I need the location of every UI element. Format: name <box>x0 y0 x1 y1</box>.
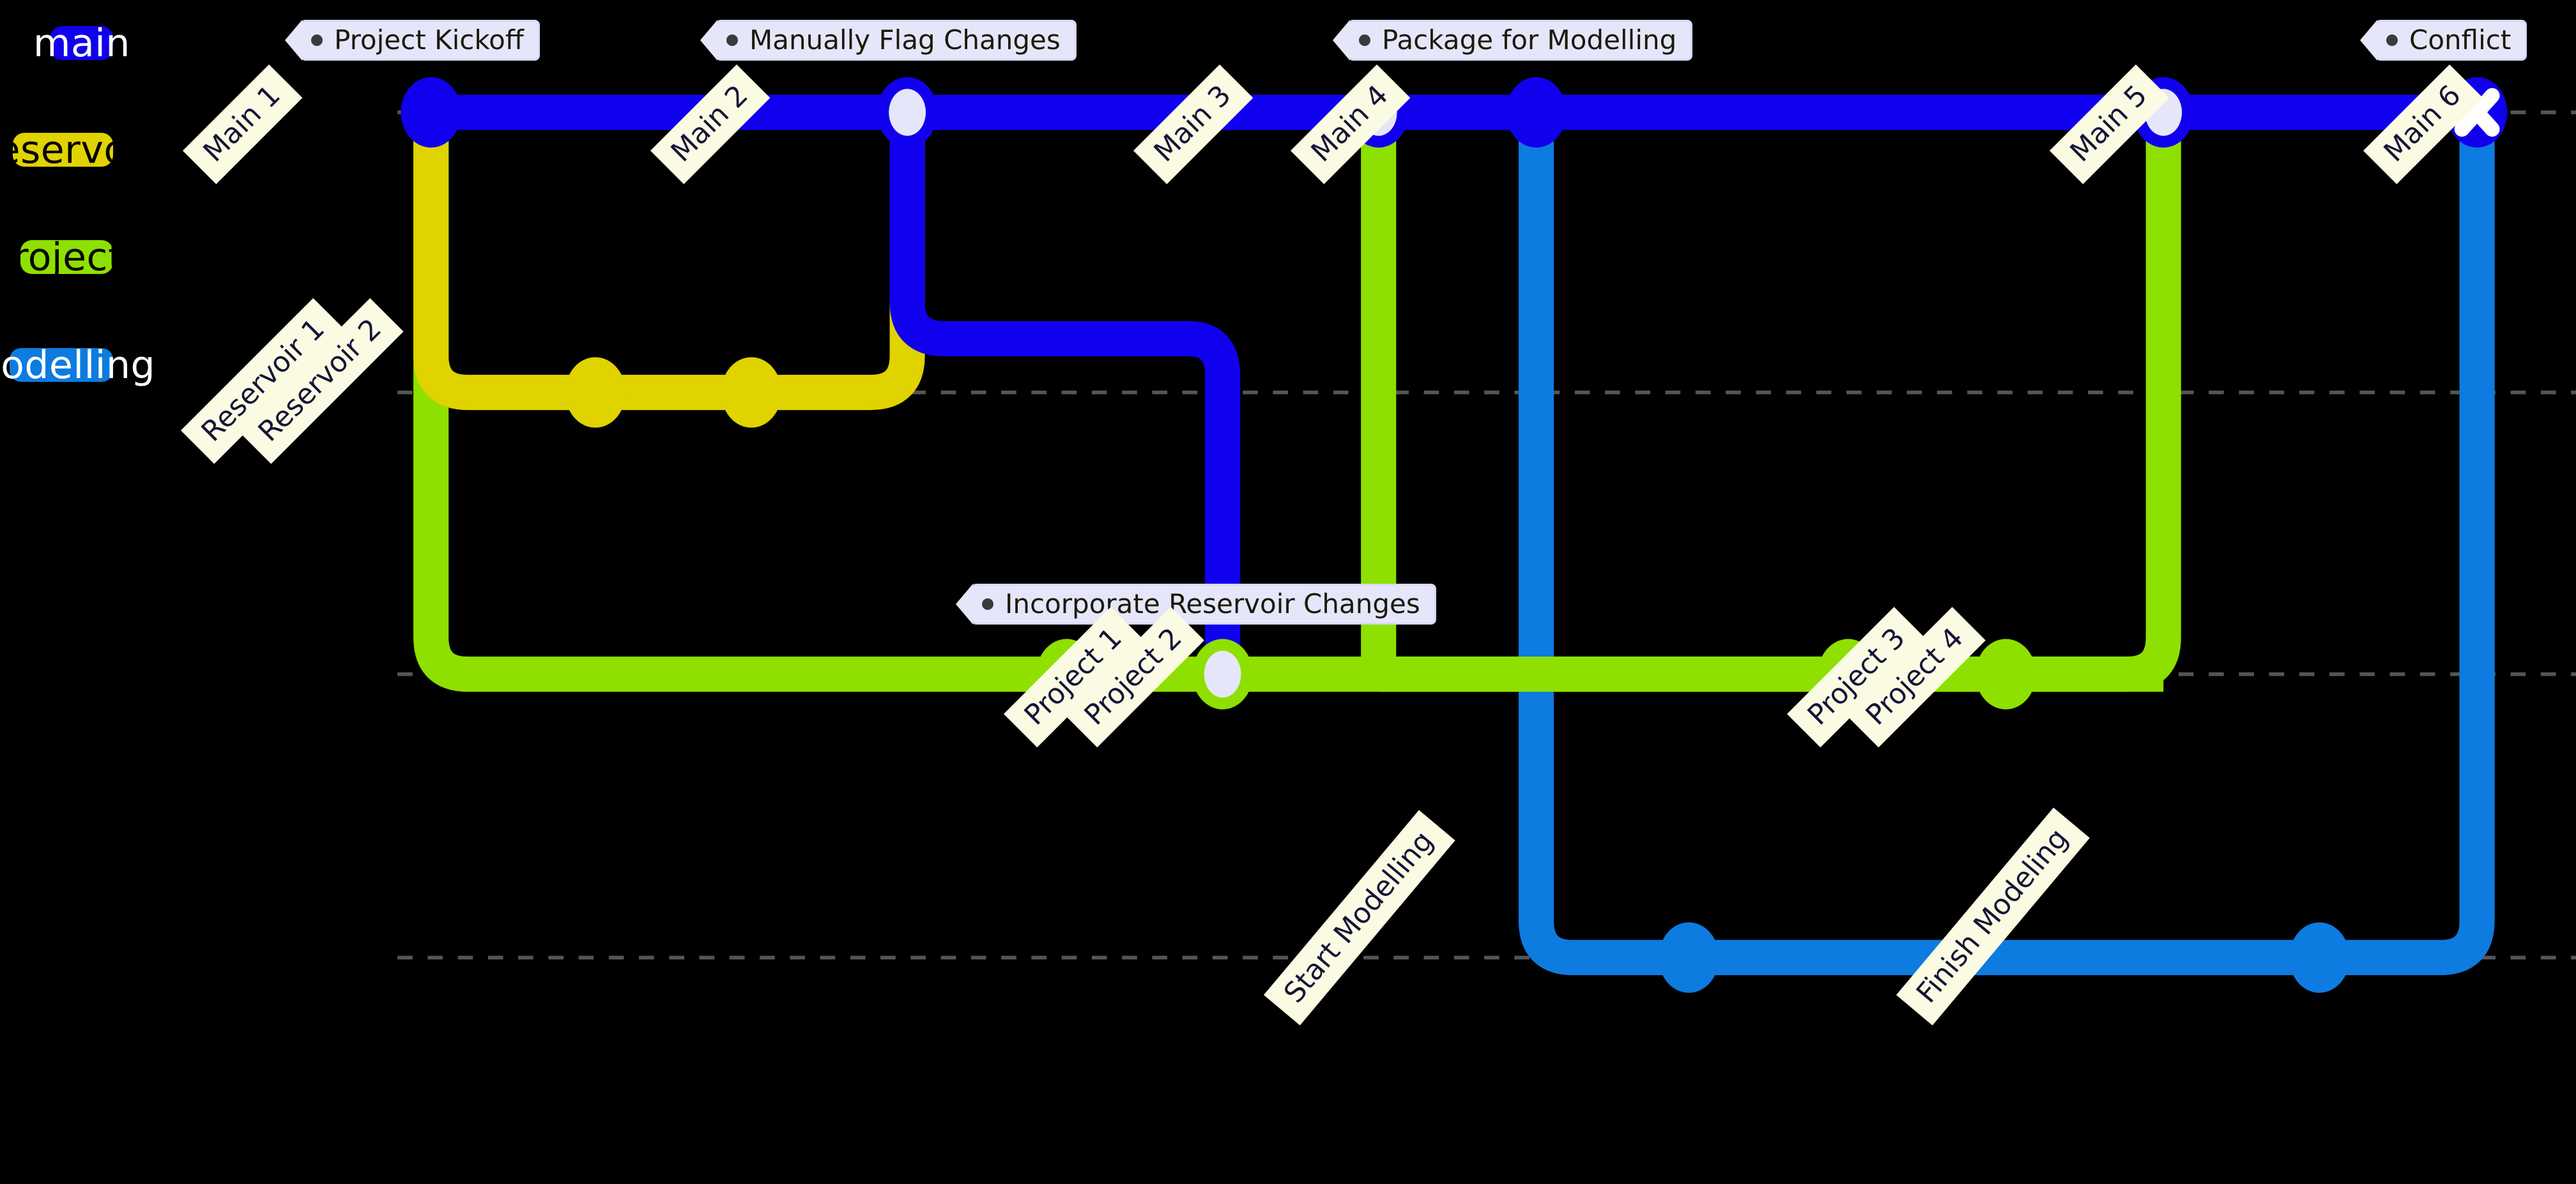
commit-tag-conflict[interactable]: Conflict <box>2358 19 2527 62</box>
branch-pill-reservoir-label: Reservoir <box>0 127 155 172</box>
tag-pointer <box>956 584 973 625</box>
commit-tag-manually-flag-changes[interactable]: Manually Flag Changes <box>698 19 1077 62</box>
branch-pill-main[interactable]: main <box>33 24 130 63</box>
tag-pointer <box>1333 20 1350 61</box>
commit-node-start-modelling[interactable] <box>1659 922 1719 993</box>
commit-tag-label: Project Kickoff <box>334 24 524 56</box>
commit-node-finish-modeling[interactable] <box>2289 922 2350 993</box>
branch-path-reservoir <box>413 112 925 411</box>
commit-node-reservoir1[interactable] <box>565 357 626 428</box>
commit-tag-package-for-modelling[interactable]: Package for Modelling <box>1330 19 1693 62</box>
tag-bullet-icon <box>311 34 323 46</box>
branch-pill-projects-label: Projects <box>0 234 144 280</box>
tag-bullet-icon <box>982 598 993 610</box>
branch-path-modelling <box>1518 112 2495 976</box>
branch-pill-modelling[interactable]: Modelling <box>0 346 155 384</box>
branch-path-projects <box>413 112 2181 692</box>
lane-guides <box>397 110 2576 960</box>
tag-pointer <box>285 20 302 61</box>
commit-nodes <box>401 77 2508 993</box>
commit-node-main1[interactable] <box>401 77 461 148</box>
commit-tag-label: Manually Flag Changes <box>749 24 1061 56</box>
branch-pill-main-label: main <box>33 20 130 66</box>
commit-node-project4[interactable] <box>1975 639 2036 710</box>
branch-pill-reservoir[interactable]: Reservoir <box>0 131 154 169</box>
commit-tag-label: Package for Modelling <box>1382 24 1677 56</box>
tag-bullet-icon <box>1359 34 1370 46</box>
commit-tag-label: Conflict <box>2409 24 2511 56</box>
commit-node-reservoir2[interactable] <box>721 357 782 428</box>
tag-bullet-icon <box>2386 34 2398 46</box>
branch-pill-modelling-label: Modelling <box>0 342 156 388</box>
commit-tag-label: Incorporate Reservoir Changes <box>1005 588 1420 619</box>
commit-node-main2-inner <box>889 89 926 136</box>
tag-bullet-icon <box>726 34 738 46</box>
tag-pointer <box>700 20 717 61</box>
merge-path-main2-project2 <box>889 112 1241 674</box>
commit-tag-incorporate-reservoir-changes[interactable]: Incorporate Reservoir Changes <box>953 582 1436 626</box>
commit-node-main4[interactable] <box>1506 77 1567 148</box>
tag-pointer <box>2360 20 2377 61</box>
branch-pill-projects[interactable]: Projects <box>0 238 143 277</box>
commit-tag-project-kickoff[interactable]: Project Kickoff <box>282 19 540 62</box>
commit-node-project2-inner <box>1204 650 1241 698</box>
